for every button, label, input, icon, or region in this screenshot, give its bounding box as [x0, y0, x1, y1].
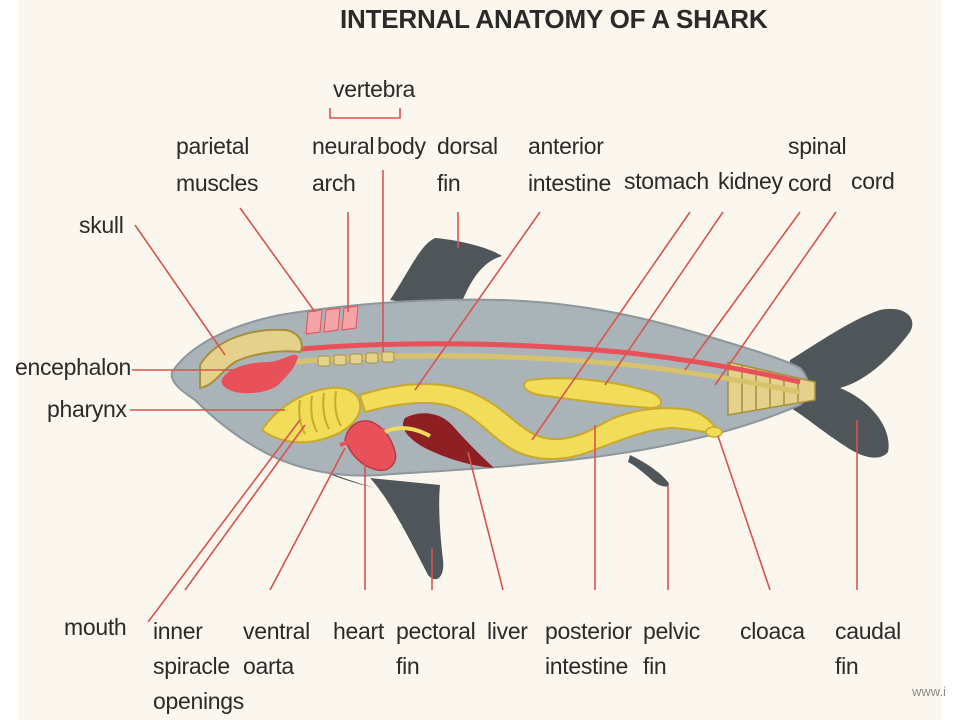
ventral-aorta-shape — [339, 428, 386, 447]
liver-shape — [402, 413, 494, 468]
label-heart: heart — [333, 618, 384, 644]
cloaca-shape — [705, 426, 723, 438]
label-dorsal-fin-2: fin — [437, 170, 461, 196]
label-parietal-muscles-2: muscles — [176, 170, 259, 196]
label-inner-spiracle-openings-1: inner — [153, 618, 203, 644]
skull-shape — [199, 328, 303, 390]
label-spinal-cord-1: spinal — [788, 133, 847, 159]
label-parietal-muscles-1: parietal — [176, 133, 250, 159]
label-neural-arch-2: arch — [312, 170, 356, 196]
dorsal-fin-shape — [390, 238, 502, 312]
watermark: www.i — [912, 684, 946, 699]
leader-parietal — [239, 207, 316, 313]
leader-kidney — [604, 211, 724, 386]
label-posterior-intestine-2: intestine — [545, 653, 628, 679]
label-pelvic-fin-1: pelvic — [643, 618, 701, 644]
label-mouth: mouth — [64, 614, 127, 640]
heart-shape — [344, 420, 397, 471]
vertebra-bodies — [317, 351, 395, 367]
label-spinal-cord-2: cord — [788, 170, 832, 196]
caudal-fin-shape — [785, 308, 913, 458]
leader-liver — [467, 451, 504, 591]
label-ventral-oarta-1: ventral — [243, 618, 310, 644]
stomach-shape — [523, 377, 663, 410]
leader-spinal-cord — [684, 211, 801, 371]
label-skull: skull — [79, 212, 124, 238]
label-cloaca: cloaca — [740, 618, 805, 644]
leader-cord — [714, 211, 837, 386]
label-body: body — [377, 133, 426, 159]
pelvic-fin-shape — [628, 455, 669, 487]
label-anterior-intestine-2: intestine — [528, 170, 611, 196]
label-caudal-fin-2: fin — [835, 653, 859, 679]
label-inner-spiracle-openings-2: spiracle — [153, 653, 230, 679]
label-pelvic-fin-2: fin — [643, 653, 667, 679]
leader-mouth — [147, 419, 301, 623]
label-neural-arch-1: neural — [312, 133, 375, 159]
encephalon-shape — [221, 354, 298, 394]
label-dorsal-fin-1: dorsal — [437, 133, 498, 159]
label-liver: liver — [487, 618, 528, 644]
label-encephalon: encephalon — [15, 354, 131, 380]
leader-spiracle — [184, 424, 306, 591]
label-caudal-fin-1: caudal — [835, 618, 901, 644]
label-pharynx: pharynx — [47, 396, 127, 422]
pectoral-fin-shape — [370, 478, 444, 580]
gill-arches — [298, 390, 342, 435]
leader-anterior-intestine — [414, 211, 541, 391]
label-posterior-intestine-1: posterior — [545, 618, 632, 644]
label-vertebra: vertebra — [333, 76, 415, 102]
spinal-cord-red — [289, 341, 801, 385]
leader-vertebra — [329, 108, 401, 119]
leader-cloaca — [717, 435, 771, 591]
page-title: INTERNAL ANATOMY OF A SHARK — [340, 4, 768, 34]
leader-ventral-oarta — [269, 447, 346, 591]
label-pectoral-fin-1: pectoral — [396, 618, 476, 644]
label-anterior-intestine-1: anterior — [528, 133, 604, 159]
label-stomach: stomach — [624, 168, 709, 194]
leader-lines — [130, 108, 858, 623]
parietal-muscle-blocks — [305, 305, 359, 335]
leader-skull — [134, 224, 226, 356]
label-inner-spiracle-openings-3: openings — [153, 688, 244, 714]
bile-duct-shape — [384, 426, 431, 438]
leader-stomach — [531, 211, 691, 441]
label-pectoral-fin-2: fin — [396, 653, 420, 679]
label-cord: cord — [851, 168, 895, 194]
label-ventral-oarta-2: oarta — [243, 653, 294, 679]
label-kidney: kidney — [718, 168, 783, 194]
